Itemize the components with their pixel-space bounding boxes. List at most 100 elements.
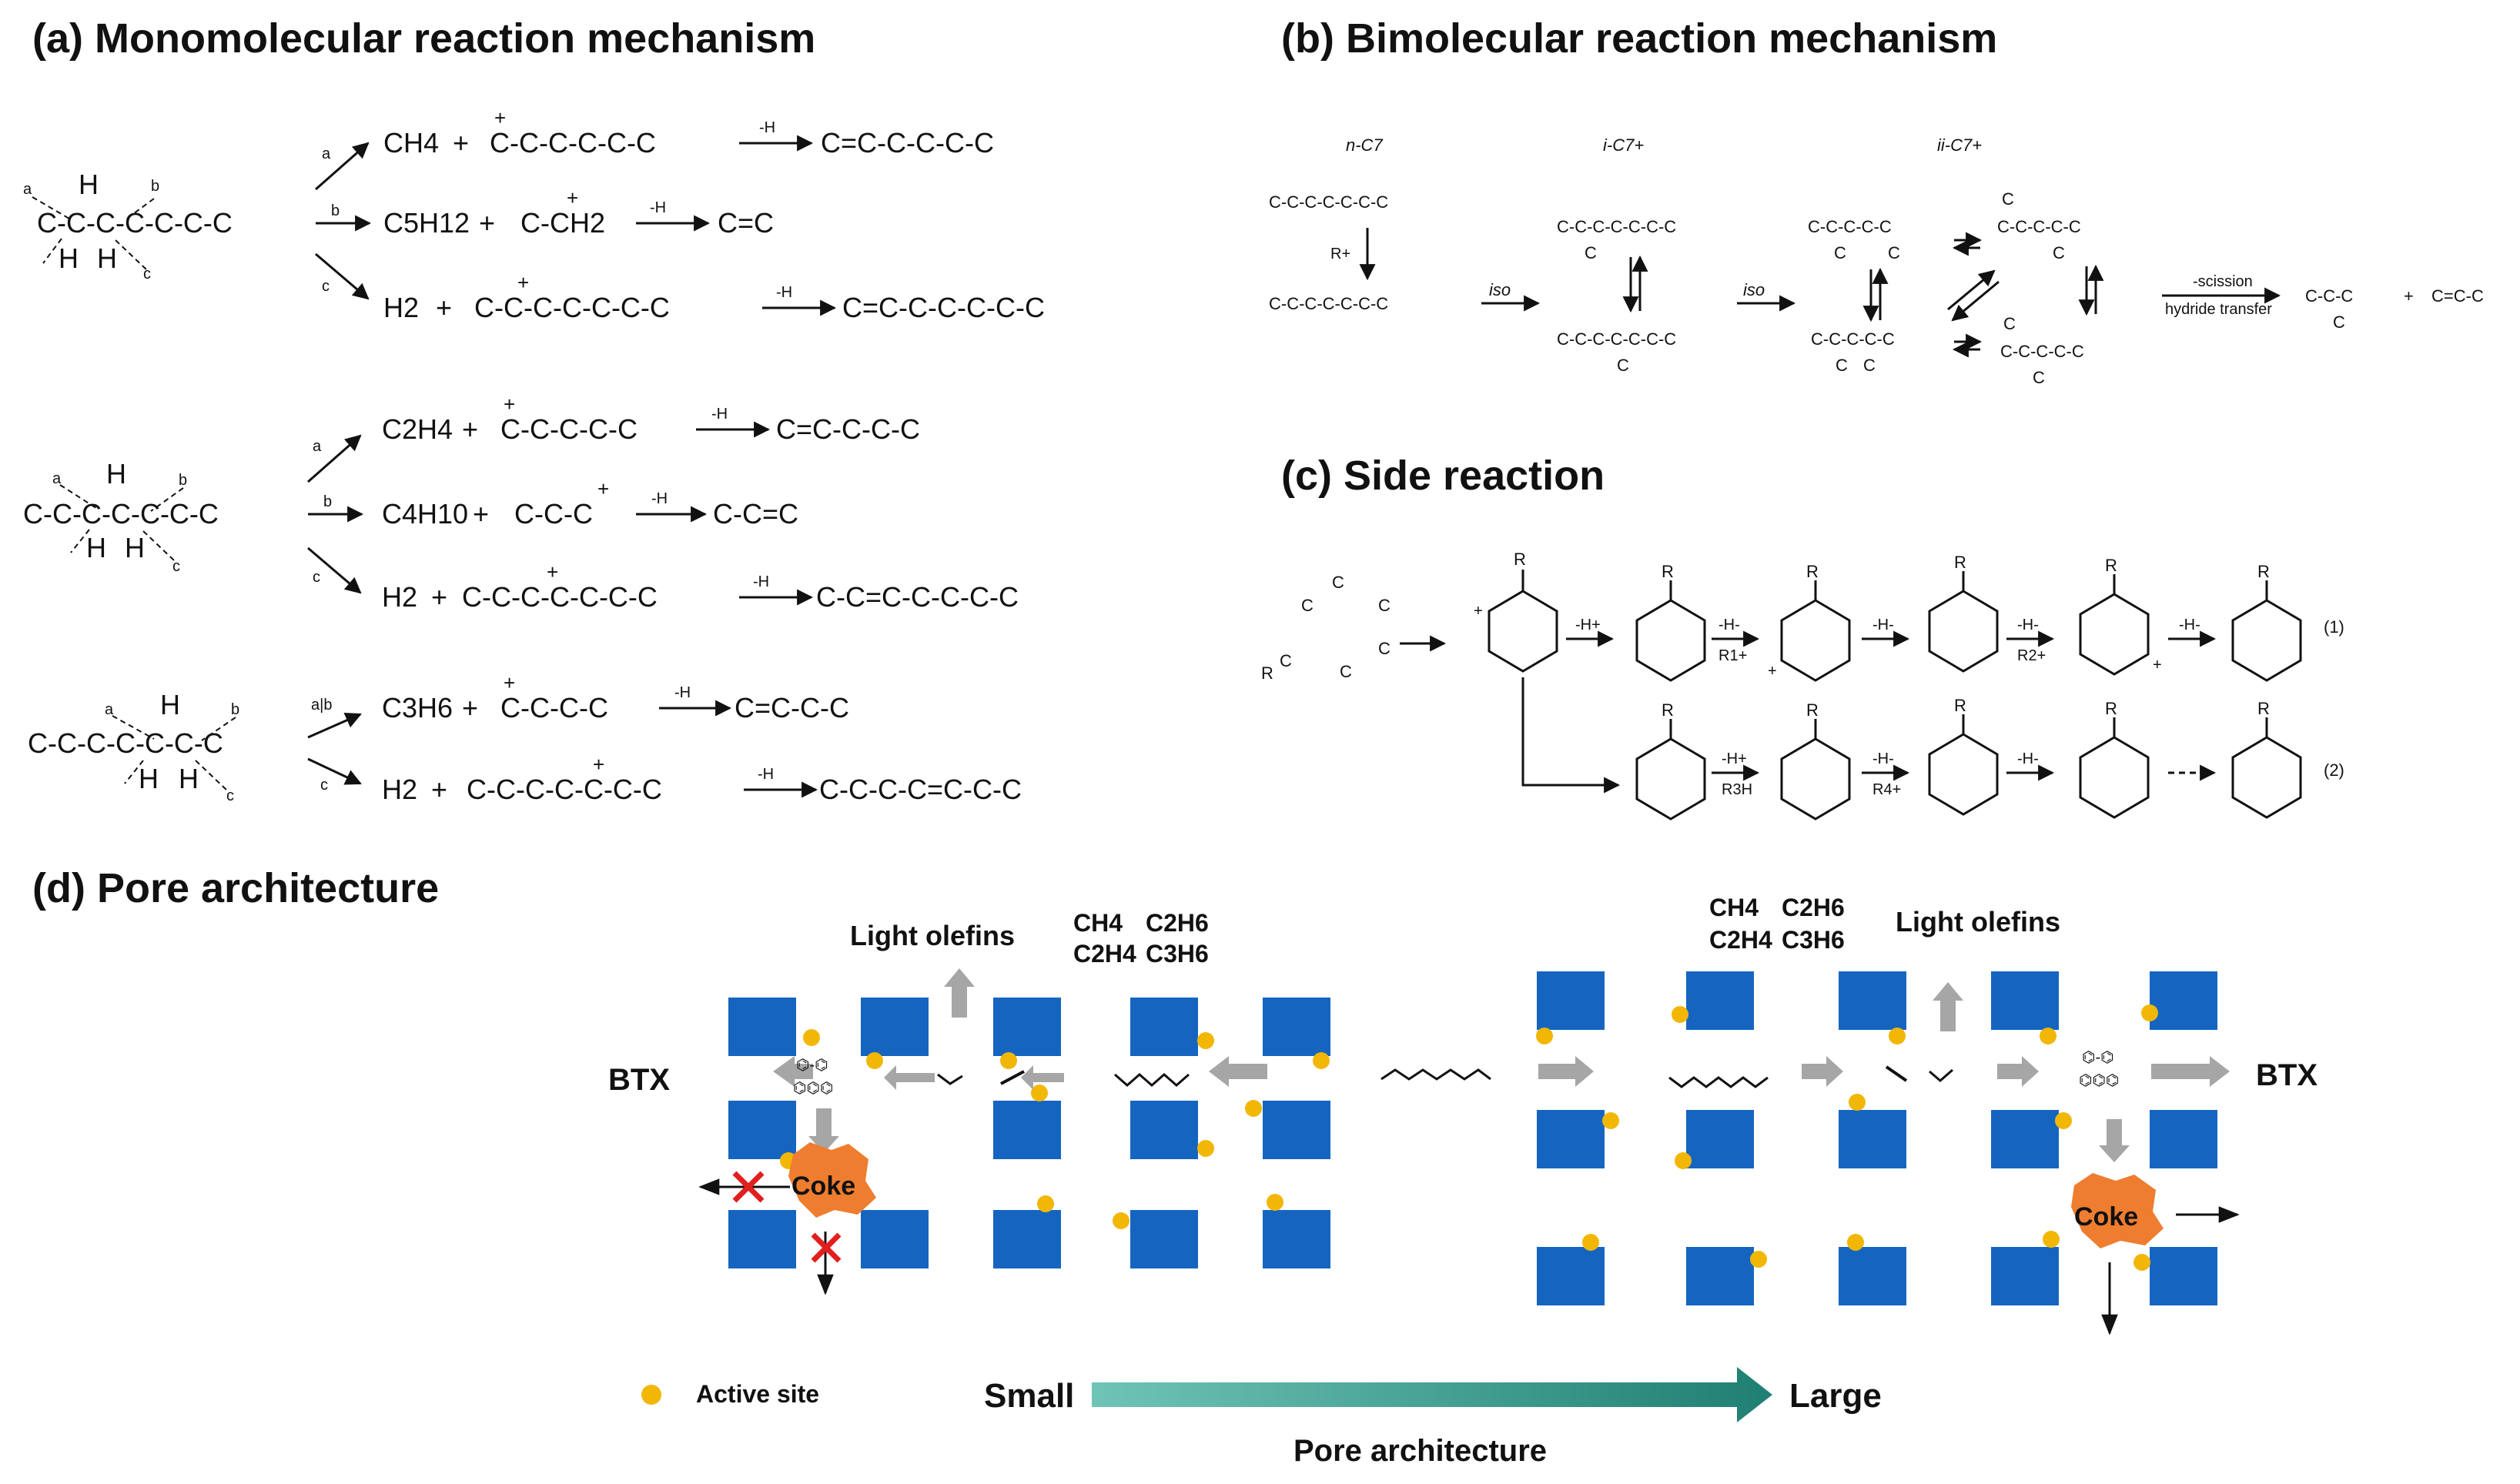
benzene-ring [2231,599,2302,682]
svg-text:C-C-C-C-C: C-C-C-C-C [1997,217,2081,236]
svg-text:C: C [1378,596,1391,615]
svg-text:+: + [567,186,578,209]
svg-text:-H-: -H- [1872,750,1894,767]
pore-architecture-axis-label: Pore architecture [1293,1434,1547,1468]
cyclohexyl-cation-ring [1928,733,1999,816]
svg-text:a: a [23,181,32,198]
blocked-cross-icon [732,1171,765,1203]
carbocation-label: C-C-C-C-C-C-C [474,292,670,323]
svg-text:+: + [431,581,447,613]
svg-text:C3H6: C3H6 [1782,926,1845,954]
pore-size-axis-arrow [1092,1367,1772,1422]
svg-text:R: R [1806,562,1819,581]
bimo-product-1: C-C-C [2305,286,2353,306]
reaction-label: c [313,569,320,586]
active-site-legend-icon [641,1385,661,1405]
svg-text:R1+: R1+ [1718,647,1747,664]
reaction-label: a|b [311,697,332,714]
svg-text:+: + [462,413,478,445]
panel-b-title: (b) Bimolecular reaction mechanism [1281,15,1997,62]
svg-text:C-C-C-C-C: C-C-C-C-C [1811,329,1895,349]
svg-text:R: R [1954,696,1966,715]
svg-text:-H-: -H- [2017,617,2039,633]
ii-c7-label: ii-C7+ [1937,135,1982,155]
svg-text:R: R [2105,699,2117,718]
svg-text:H: H [106,458,126,490]
olefin-label: C=C-C-C [735,692,849,724]
heptane-feed [1380,1068,1491,1081]
reaction-label: c [320,777,328,794]
panel-d-pore-architecture: Coke ⌬-⌬ ⌬⌬⌬ BTX Light olefins CH4 C2H6 … [608,894,2318,1468]
cyclohexadiene-ring [1928,590,1999,673]
svg-text:⌬-⌬: ⌬-⌬ [796,1057,828,1074]
svg-text:-H-: -H- [2179,617,2200,633]
svg-text:+: + [436,292,452,323]
cyclohexane-ring [1780,737,1851,821]
light-olefins-label-left: Light olefins [850,920,1015,951]
svg-text:+: + [1768,663,1777,680]
reaction-label: a [313,438,322,455]
mono-group-1: C-C-C-C-C-C-C H H H a b c a b c CH4 + C-… [23,106,1045,323]
olefin-label: C=C-C-C-C-C [821,127,994,159]
iso-label: iso [1743,280,1765,299]
svg-text:-H+: -H+ [1722,750,1747,767]
svg-text:-H-: -H- [1872,617,1894,633]
cyclohexenyl-ring [1780,599,1851,682]
reaction-label: b [331,202,340,219]
btx-label-left: BTX [608,1063,670,1097]
svg-text:c: c [172,558,180,575]
carbocation-label: C-C-C [514,498,593,530]
olefin-label: C-C=C-C-C-C-C [816,581,1019,613]
svg-text:C2H4: C2H4 [1709,926,1772,954]
svg-text:+: + [479,207,495,239]
coke-deposit [2071,1173,2164,1248]
svg-text:+: + [1474,603,1483,620]
mono-group-2: C-C-C-C-C-C-C H H H a b c a b c C2H4 + C… [23,393,1019,613]
svg-text:R: R [1954,553,1966,572]
svg-text:C: C [1888,243,1900,262]
svg-text:C-C-C-C-C: C-C-C-C-C [2000,342,2084,361]
cyclohexene-ring [1635,599,1706,682]
coke-label: Coke [791,1171,855,1201]
svg-text:R4+: R4+ [1872,781,1901,798]
svg-text:⌬⌬⌬: ⌬⌬⌬ [2079,1072,2119,1089]
svg-text:a: a [52,470,62,487]
ch4-label: CH4 [1073,909,1123,937]
blocked-cross-icon [811,1232,842,1263]
step-label: -H [651,490,668,507]
svg-text:C-C-C-C-C: C-C-C-C-C [1808,217,1892,236]
bimo-product-2: C=C-C [2431,286,2484,306]
svg-text:+: + [453,127,469,159]
svg-text:a: a [105,701,114,718]
svg-text:C: C [2002,189,2014,209]
carbocation-label: C-C-C-C-C-C [490,127,656,159]
iso-label: iso [1489,280,1511,299]
step-label: -H [711,406,728,423]
n-heptane-chain: C-C-C-C-C-C-C [1269,192,1388,212]
step-label: -H [758,766,774,783]
n-c7-label: n-C7 [1346,135,1383,155]
svg-text:R: R [1806,700,1819,720]
product-label: C3H6 [382,692,453,724]
svg-text:b: b [231,701,239,718]
plus-sign: + [2404,286,2414,306]
svg-text:⌬-⌬: ⌬-⌬ [2082,1049,2114,1066]
svg-text:b: b [151,178,159,195]
svg-text:C: C [2053,243,2065,262]
r-plus-label: R+ [1330,246,1350,262]
c2h4-label: C2H4 [1073,940,1136,968]
small-pore-grid: Coke ⌬-⌬ ⌬⌬⌬ [698,968,1330,1295]
svg-text:-H+: -H+ [1575,617,1601,633]
svg-text:-H-: -H- [2017,750,2039,767]
svg-text:c: c [226,787,234,804]
step-label: -H [776,284,792,301]
svg-text:C: C [1280,651,1292,670]
benzene-ring-2 [2231,736,2302,819]
svg-text:b: b [179,472,187,489]
active-site-legend-label: Active site [696,1380,819,1408]
c3h6-label: C3H6 [1146,940,1209,968]
svg-text:C: C [1836,356,1848,375]
svg-text:C: C [1834,243,1846,262]
product-label: H2 [383,292,419,323]
